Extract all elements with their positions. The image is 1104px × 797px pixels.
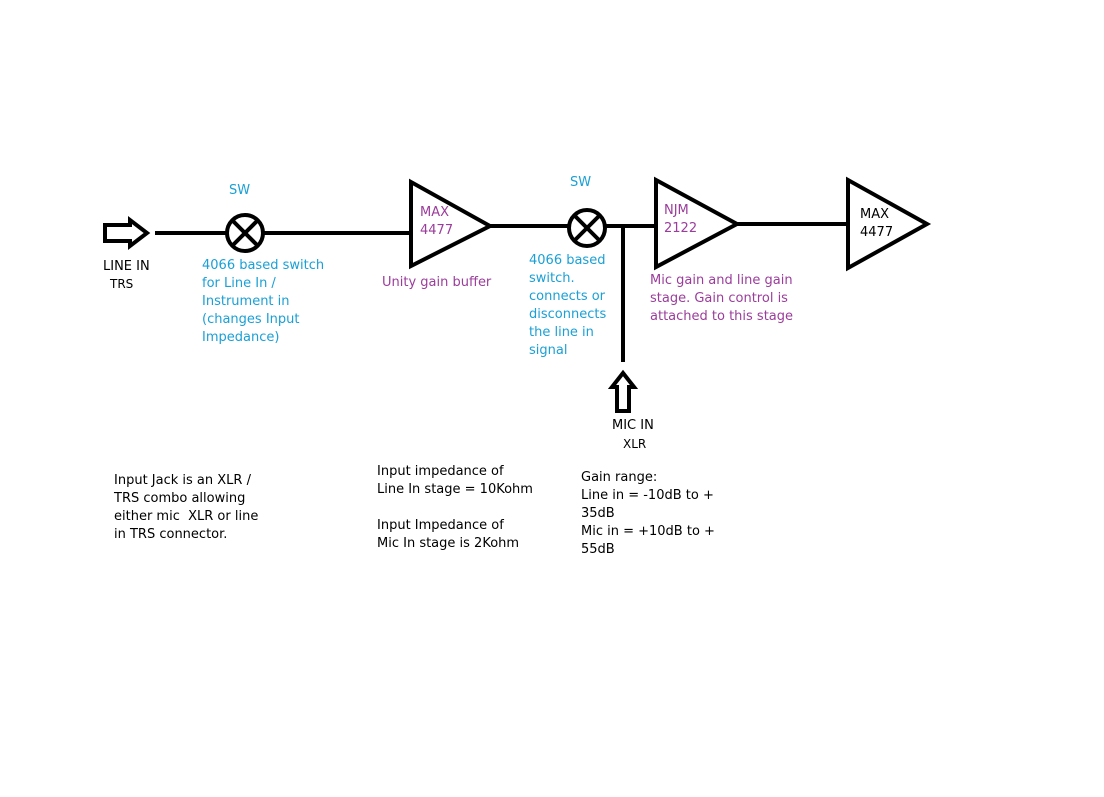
jack-note: Input Jack is an XLR / TRS combo allowin… xyxy=(114,473,259,542)
switch-2-description: 4066 based switch. connects or disconnec… xyxy=(529,253,607,358)
triangle-amplifier-icon xyxy=(409,178,495,270)
switch-2-label: SW xyxy=(570,175,592,190)
up-arrow-icon xyxy=(607,369,639,413)
x-circle-switch-icon xyxy=(567,208,607,248)
right-arrow-icon xyxy=(103,215,151,251)
amplifier-1-name: MAX 4477 xyxy=(420,205,454,238)
triangle-amplifier-icon xyxy=(846,176,932,272)
amplifier-1-description: Unity gain buffer xyxy=(382,275,492,290)
mic-in-label: MIC IN xyxy=(612,418,654,433)
impedance-note: Input impedance of Line In stage = 10Koh… xyxy=(377,464,533,551)
amplifier-3-name: MAX 4477 xyxy=(860,207,894,240)
gain-range-note: Gain range: Line in = -10dB to + 35dB Mi… xyxy=(581,470,715,557)
switch-1-description: 4066 based switch for Line In / Instrume… xyxy=(202,258,325,345)
line-in-label: LINE IN xyxy=(103,259,150,274)
amplifier-2-name: NJM 2122 xyxy=(664,203,698,236)
triangle-amplifier-icon xyxy=(654,176,742,271)
amplifier-2-description: Mic gain and line gain stage. Gain contr… xyxy=(650,273,794,324)
mic-in-type: XLR xyxy=(623,437,647,451)
line-in-type: TRS xyxy=(110,277,134,291)
x-circle-switch-icon xyxy=(225,213,265,253)
switch-1-label: SW xyxy=(229,183,251,198)
